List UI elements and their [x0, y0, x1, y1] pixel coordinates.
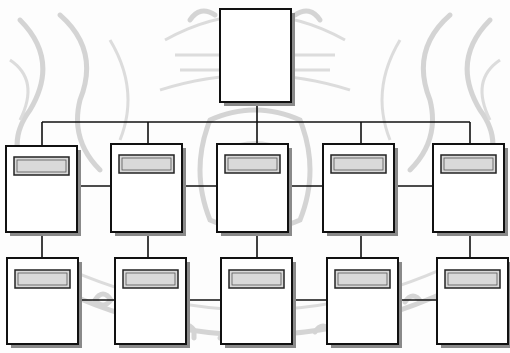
node-m1: [7, 258, 82, 348]
node-m3: [221, 258, 296, 348]
node-n2: [111, 144, 186, 236]
node-m5: [437, 258, 510, 348]
node-m4: [327, 258, 402, 348]
node-n4: [323, 144, 398, 236]
node-m2: [115, 258, 190, 348]
node-n3: [217, 144, 292, 236]
root-node: [220, 9, 295, 106]
node-n1: [6, 146, 81, 236]
node-n5: [433, 144, 508, 236]
